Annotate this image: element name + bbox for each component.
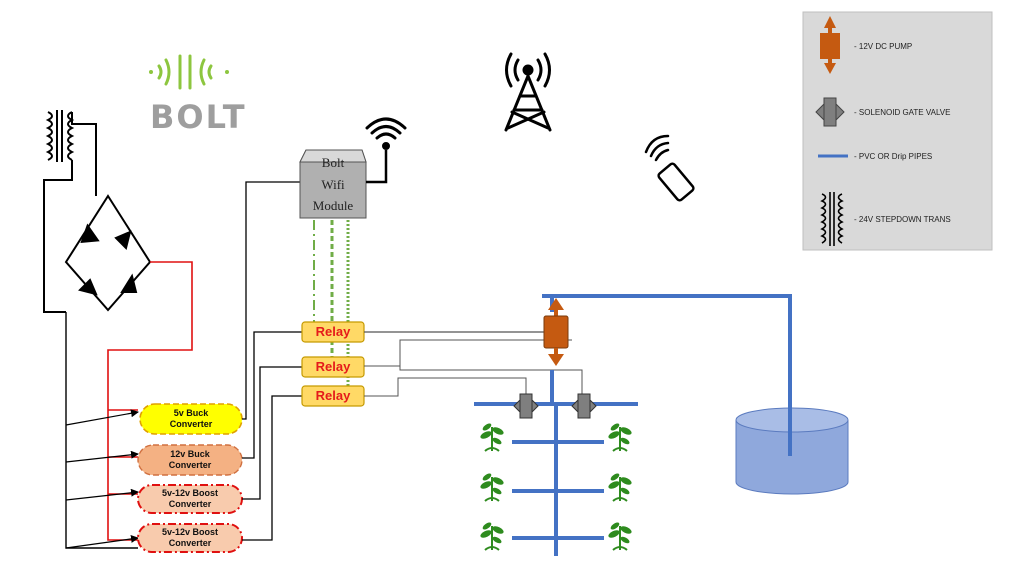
relay-2 bbox=[301, 356, 365, 378]
pipe-network bbox=[474, 294, 792, 556]
wifi-module-line3: Module bbox=[312, 198, 354, 213]
legend-transformer-label: - 24V STEPDOWN TRANS bbox=[854, 215, 951, 224]
transformer-icon bbox=[45, 110, 97, 196]
wifi-icon bbox=[365, 117, 407, 150]
ground-wire bbox=[65, 312, 138, 549]
water-tank-icon bbox=[735, 404, 849, 495]
wifi-module-line2: Wifi bbox=[321, 177, 345, 192]
relay-2-label: Relay bbox=[315, 359, 351, 374]
smartphone-signal-icon bbox=[644, 134, 695, 202]
bolt-logo-icon bbox=[149, 54, 229, 90]
pump-icon bbox=[543, 298, 569, 366]
valve-icon bbox=[513, 393, 539, 419]
legend-pipes-label: - PVC OR Drip PIPES bbox=[854, 152, 933, 161]
bolt-brand-text: BOLT bbox=[150, 98, 247, 136]
legend-box bbox=[802, 11, 993, 251]
legend-valve-label: - SOLENOID GATE VALVE bbox=[854, 108, 951, 117]
relay-3-label: Relay bbox=[315, 388, 351, 403]
cell-tower-icon bbox=[504, 52, 552, 132]
legend-pump-label: - 12V DC PUMP bbox=[854, 42, 913, 51]
valve-icon bbox=[571, 393, 597, 419]
wifi-module-line1: Bolt bbox=[321, 155, 345, 170]
bolt-wifi-module bbox=[299, 149, 367, 219]
relay-1-label: Relay bbox=[315, 324, 351, 339]
bridge-rectifier-icon bbox=[64, 194, 152, 312]
converter-12v-buck bbox=[137, 444, 243, 476]
converter-boost-2 bbox=[137, 523, 243, 553]
dc-red-wire bbox=[107, 261, 193, 541]
ac-wire-left bbox=[43, 164, 73, 313]
